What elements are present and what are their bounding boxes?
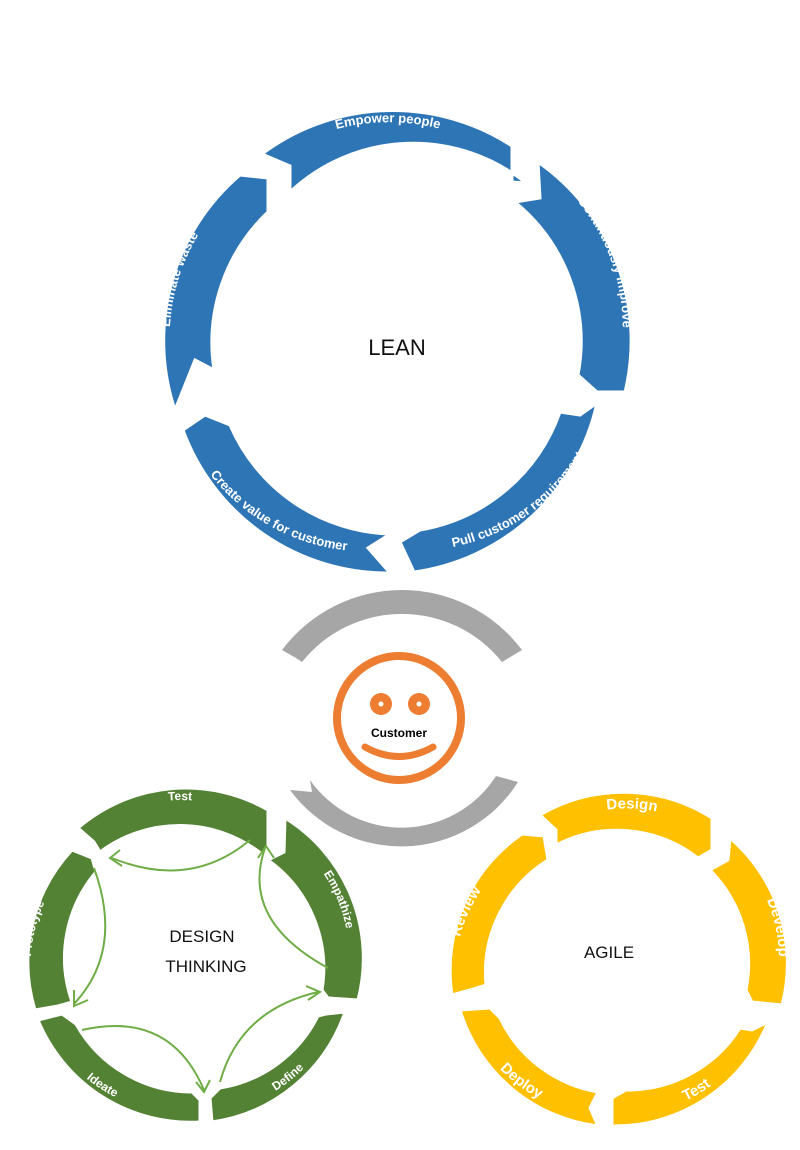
lean-cycle: Empower people Continuously improve Pull… (158, 109, 635, 575)
dt-segment-prototype (26, 848, 98, 1012)
agile-segment-develop (707, 834, 789, 1007)
smiley-face-outline (333, 652, 465, 784)
smiley-mouth (361, 743, 437, 760)
agile-cycle: Design Develop Test Deploy Review AGILE (447, 790, 792, 1128)
lean-step-labels: Empower people Continuously improve Pull… (158, 110, 635, 553)
lean-title: LEAN (368, 335, 425, 360)
agile-title: AGILE (584, 943, 634, 962)
lean-ring-segments (162, 109, 633, 575)
agile-segment-review (448, 832, 550, 997)
dt-arrow-define-loop-head (305, 985, 323, 1001)
design-thinking-cycle: Test Empathize Define Ideate Prototype D… (20, 786, 365, 1124)
dt-arrow-define-loop (219, 991, 319, 1083)
dt-step-label-0: Test (167, 789, 192, 803)
dt-arrow-empathize-loop-head (257, 844, 275, 859)
design-thinking-title-line1: DESIGN (169, 927, 234, 946)
dt-arrow-ideate-loop-head (195, 1079, 211, 1094)
dt-arrow-test-loop (111, 839, 251, 872)
dt-arrow-prototype-loop (73, 867, 107, 1005)
lean-segment-create-value (181, 413, 395, 575)
agile-segment-test (610, 1018, 771, 1128)
smiley-right-pupil (416, 701, 422, 707)
lean-segment-eliminate-waste (162, 173, 270, 415)
design-thinking-title-line2: THINKING (165, 957, 246, 976)
lean-segment-empower (259, 109, 531, 196)
dt-arrow-prototype-loop-head (73, 990, 89, 1008)
agile-segment-deploy (458, 1006, 601, 1128)
dt-segment-define (208, 1010, 348, 1124)
customer-bottom-arc (290, 776, 518, 847)
customer-hub: Customer (282, 590, 522, 847)
agile-step-label-0: Design (606, 795, 659, 815)
dt-segment-ideate (35, 1012, 202, 1124)
lean-segment-continuously-improve (511, 159, 633, 394)
agile-ring-segments (448, 790, 789, 1128)
smiley-left-pupil (378, 701, 384, 707)
dt-arrow-test-loop-head (108, 849, 123, 867)
customer-top-arc (282, 590, 522, 662)
dt-segment-empathize (265, 815, 365, 1002)
lean-segment-pull-customer (398, 399, 600, 574)
lean-step-label-0: Empower people (333, 110, 442, 132)
customer-label: Customer (371, 726, 427, 740)
agile-segment-design (537, 790, 714, 860)
dt-arrow-empathize-loop (258, 847, 329, 969)
design-thinking-ring-segments (26, 786, 365, 1124)
smiley-icon (333, 652, 465, 784)
design-thinking-inner-arrows (73, 839, 329, 1094)
dt-arrow-ideate-loop (81, 1025, 205, 1091)
